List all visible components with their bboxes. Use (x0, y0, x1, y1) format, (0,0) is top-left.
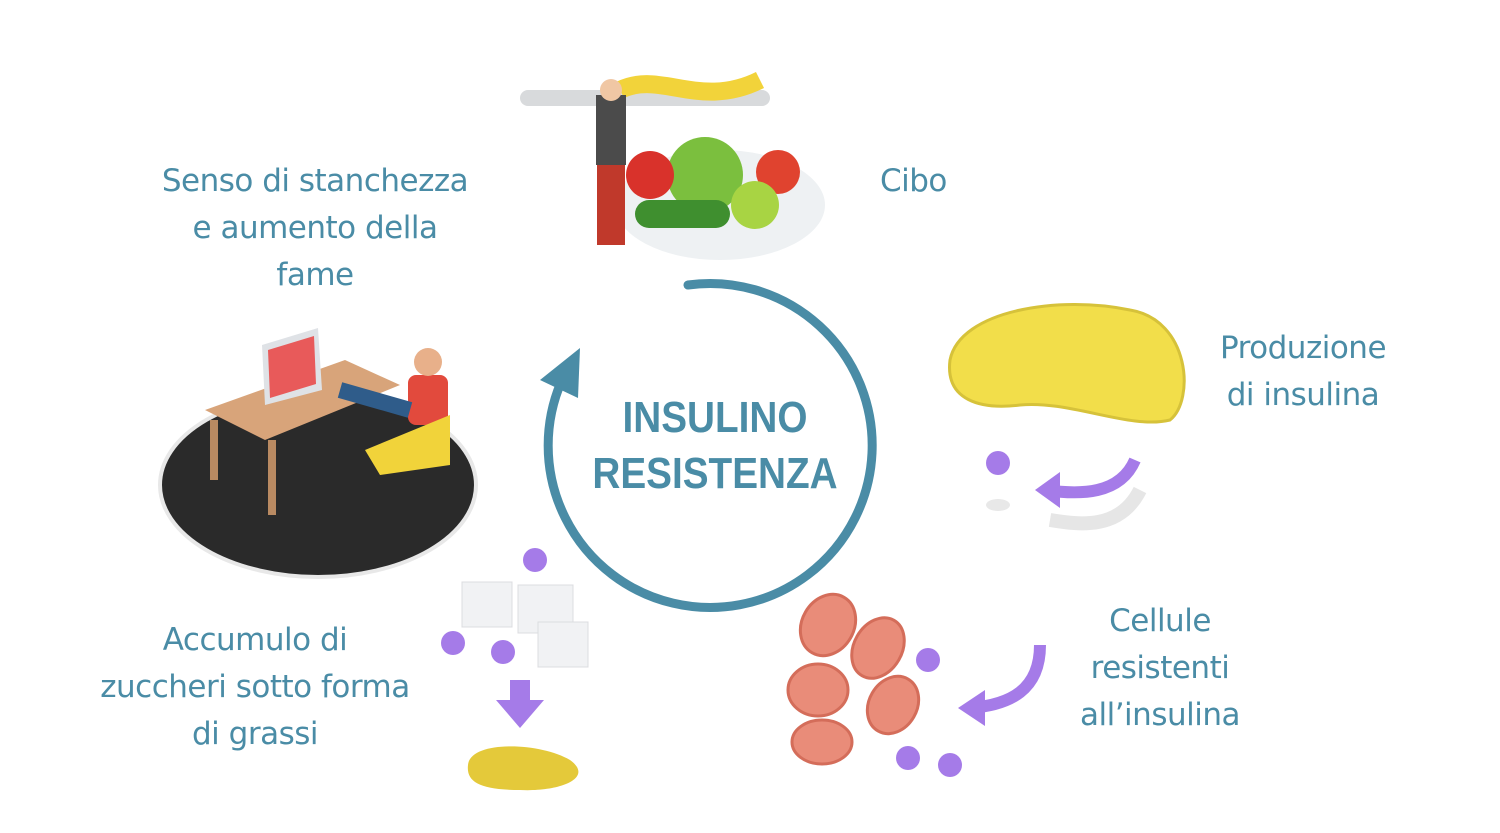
curved-arrow-shadow-icon (1048, 486, 1147, 531)
label-line: all’insulina (1079, 697, 1241, 733)
resistant-cells-icon (786, 592, 921, 766)
pancreas-icon (948, 302, 1186, 424)
label-food: Cibo (880, 158, 947, 205)
label-insulin-production: Produzione di insulina (1203, 325, 1403, 419)
label-line: Senso di stanchezza (161, 163, 469, 199)
label-line: Accumulo di (162, 622, 348, 658)
label-sugar-storage: Accumulo di zuccheri sotto forma di gras… (85, 617, 425, 758)
curved-arrowhead-icon (1035, 472, 1060, 508)
insulin-molecules-icon (896, 648, 962, 777)
food-plate-icon (520, 71, 825, 260)
label-line: Cellule (1109, 603, 1211, 639)
label-line: fame (276, 257, 354, 293)
label-line: Produzione (1219, 330, 1387, 366)
sugar-cubes-icon (461, 581, 589, 668)
cycle-arrow (543, 278, 877, 612)
label-line: di grassi (192, 716, 318, 752)
label-line: e aumento della (192, 210, 438, 246)
label-line: di insulina (1226, 377, 1380, 413)
title-line: INSULINO (622, 393, 808, 442)
curved-arrowhead-icon (958, 690, 985, 726)
insulin-molecule-icon (986, 451, 1010, 475)
label-line: zuccheri sotto forma (100, 669, 410, 705)
label-fatigue: Senso di stanchezza e aumento della fame (145, 158, 485, 299)
cycle-arrowhead-icon (540, 348, 580, 398)
sugar-molecules-icon (441, 548, 547, 664)
molecule-shadow-icon (986, 499, 1010, 511)
label-line: Cibo (880, 163, 947, 199)
fat-icon (467, 746, 579, 791)
down-arrow-shaft-icon (510, 680, 530, 702)
label-line: resistenti (1090, 650, 1230, 686)
tired-person-at-desk-icon (158, 328, 478, 579)
label-resistant-cells: Cellule resistenti all’insulina (1060, 598, 1260, 739)
title-line: RESISTENZA (592, 449, 838, 498)
cycle-title: INSULINO RESISTENZA (579, 390, 852, 502)
down-arrow-icon (496, 700, 544, 728)
